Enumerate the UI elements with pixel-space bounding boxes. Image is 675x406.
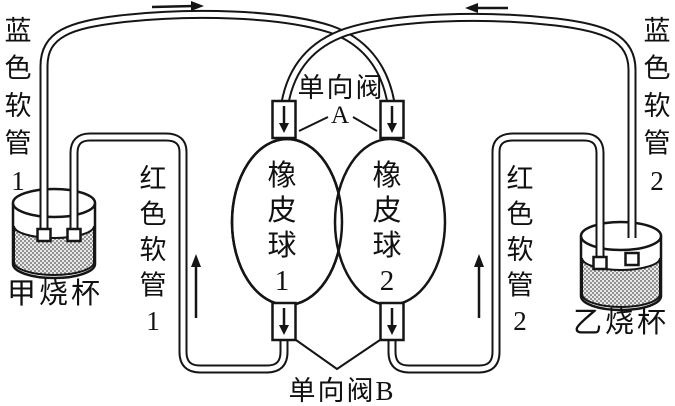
label-valve-a-letter: A	[331, 102, 349, 129]
down-arrow-icon	[279, 325, 289, 335]
valve-a-pointer-right	[352, 116, 378, 132]
down-arrow-icon	[387, 123, 397, 133]
beaker-left	[11, 187, 97, 280]
flow-arrow-right-up-icon	[474, 254, 484, 318]
valve-a-pointer-left	[298, 116, 329, 132]
flow-arrow-top-left-right-icon	[151, 1, 204, 11]
label-beaker-left: 甲烧杯	[7, 277, 103, 310]
check-valve-a-right	[379, 99, 405, 140]
label-valve-b: 单向阀B	[288, 376, 395, 406]
blue-tube-2-tip	[624, 251, 640, 267]
label-beaker-right: 乙烧杯	[573, 306, 669, 339]
red-tube-1	[69, 132, 289, 374]
check-valve-b-right	[379, 301, 405, 342]
label-valve-a-name: 单向阀	[298, 73, 385, 103]
valve-b-pointer	[295, 339, 381, 371]
flow-arrow-top-right-left-icon	[465, 3, 508, 13]
red-tube-2	[387, 132, 605, 374]
red-tube-1-tip	[66, 227, 82, 243]
beaker-right-rim	[579, 220, 663, 252]
check-valve-b-left	[271, 301, 297, 342]
blue-tube-2	[280, 12, 637, 238]
check-valve-a-left	[271, 99, 297, 140]
flow-arrow-left-up-icon	[191, 254, 201, 318]
down-arrow-icon	[279, 123, 289, 133]
blue-tube-1	[39, 9, 396, 236]
red-tube-2-tip	[592, 255, 608, 271]
blue-tube-1-tip	[36, 227, 52, 243]
down-arrow-icon	[387, 325, 397, 335]
